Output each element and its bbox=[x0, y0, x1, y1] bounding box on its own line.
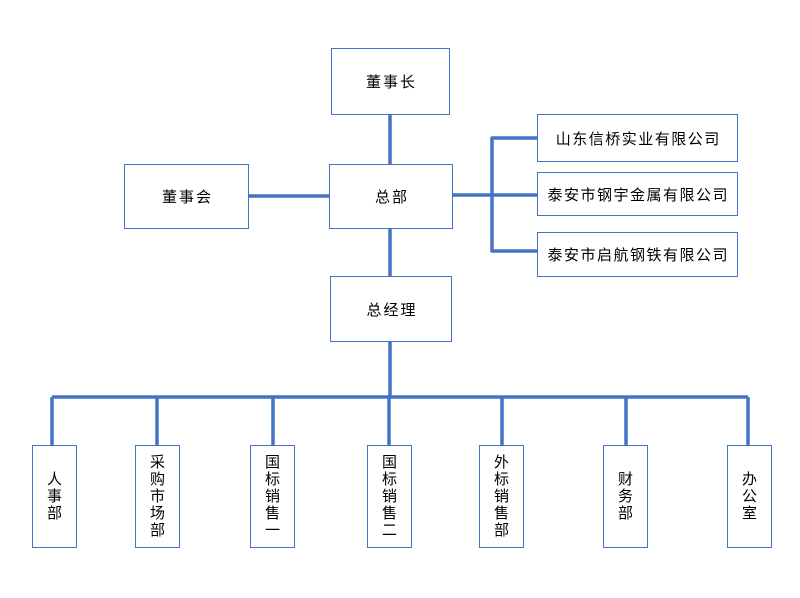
node-chairman-label: 董事长 bbox=[365, 73, 417, 91]
node-dept-gb-sales-1: 国标销售一 bbox=[250, 445, 295, 548]
node-dept-external-sales: 外标销售部 bbox=[479, 445, 524, 548]
node-subsidiary-3-label: 泰安市启航钢铁有限公司 bbox=[547, 246, 729, 264]
node-dept-purchasing-market: 采购市场部 bbox=[135, 445, 180, 548]
node-chairman: 董事长 bbox=[331, 48, 450, 115]
node-dept-gb-sales-1-label: 国标销售一 bbox=[263, 454, 281, 539]
node-dept-hr-label: 人事部 bbox=[45, 471, 63, 522]
node-board: 董事会 bbox=[124, 164, 249, 229]
node-subsidiary-1: 山东信桥实业有限公司 bbox=[537, 114, 738, 162]
node-general-manager: 总经理 bbox=[330, 276, 452, 342]
node-dept-purchasing-market-label: 采购市场部 bbox=[148, 454, 166, 539]
node-headquarters: 总部 bbox=[329, 164, 453, 229]
node-dept-office: 办公室 bbox=[727, 445, 772, 548]
node-dept-finance-label: 财务部 bbox=[616, 471, 634, 522]
node-subsidiary-1-label: 山东信桥实业有限公司 bbox=[555, 129, 721, 148]
node-dept-office-label: 办公室 bbox=[740, 471, 758, 522]
node-dept-hr: 人事部 bbox=[32, 445, 77, 548]
node-dept-gb-sales-2-label: 国标销售二 bbox=[380, 454, 398, 539]
node-general-manager-label: 总经理 bbox=[366, 300, 418, 319]
node-subsidiary-3: 泰安市启航钢铁有限公司 bbox=[537, 232, 738, 277]
bracket-subsidiaries bbox=[490, 136, 537, 253]
node-subsidiary-2-label: 泰安市钢宇金属有限公司 bbox=[547, 185, 729, 204]
node-dept-finance: 财务部 bbox=[603, 445, 648, 548]
node-subsidiary-2: 泰安市钢宇金属有限公司 bbox=[537, 172, 738, 216]
node-dept-gb-sales-2: 国标销售二 bbox=[367, 445, 412, 548]
node-board-label: 董事会 bbox=[161, 188, 213, 206]
node-dept-external-sales-label: 外标销售部 bbox=[492, 454, 510, 539]
node-headquarters-label: 总部 bbox=[374, 188, 409, 206]
